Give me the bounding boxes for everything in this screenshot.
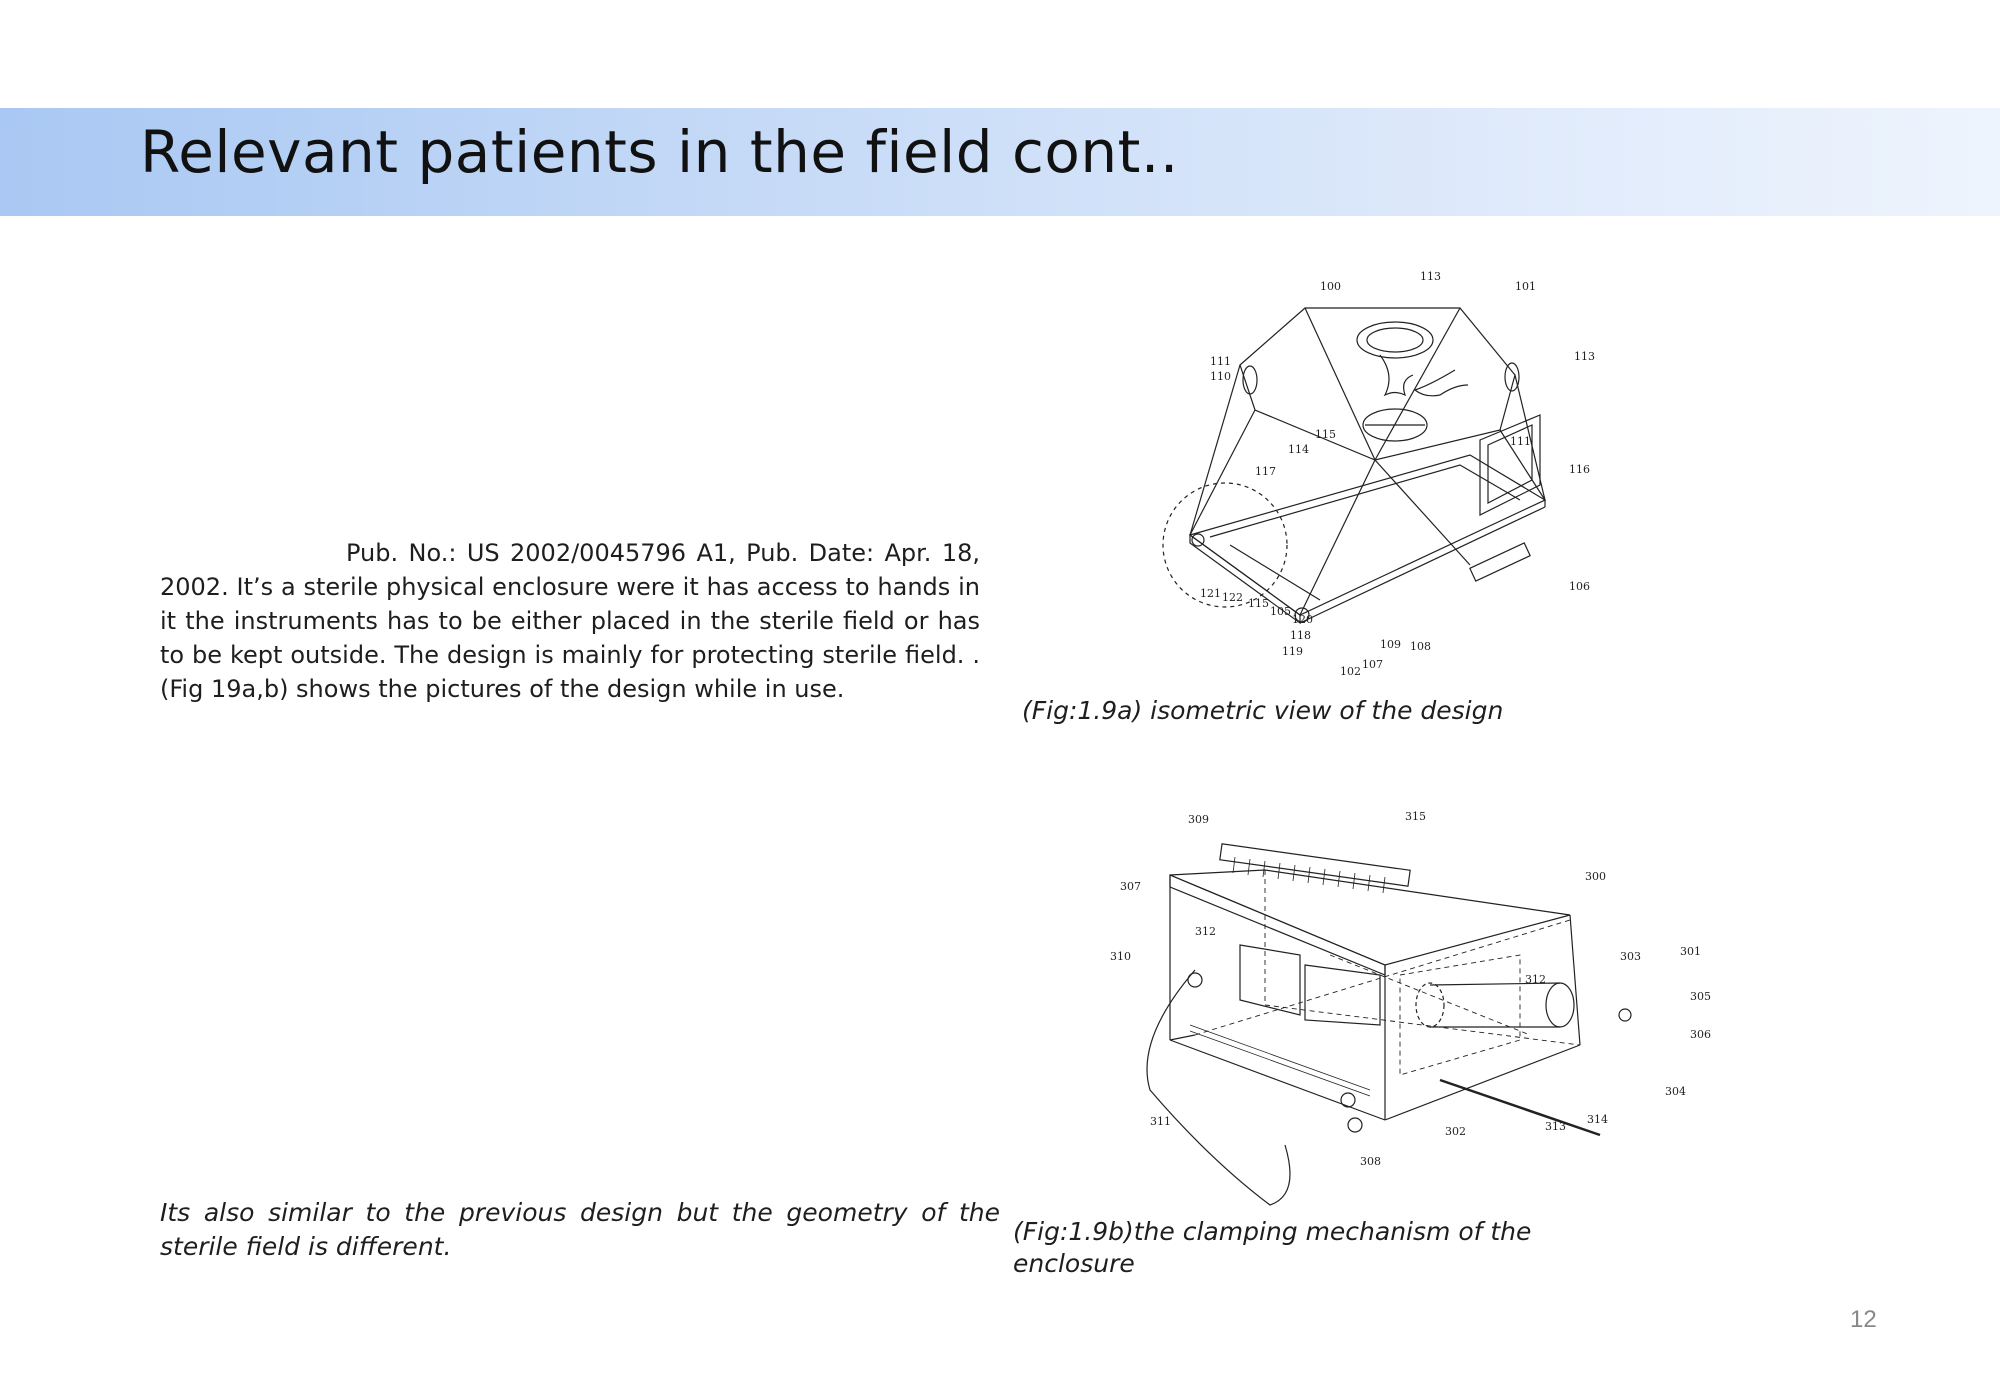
svg-text:113: 113 (1420, 270, 1441, 283)
svg-text:300: 300 (1585, 870, 1606, 883)
comparison-note: Its also similar to the previous design … (160, 1198, 1000, 1261)
svg-text:315: 315 (1405, 810, 1426, 823)
svg-text:101: 101 (1515, 280, 1536, 293)
svg-text:109: 109 (1380, 638, 1401, 651)
svg-text:119: 119 (1282, 645, 1303, 658)
page-number: 12 (1850, 1306, 1877, 1333)
figure-1-9b-caption: (Fig:1.9b)the clamping mechanism of the … (1013, 1217, 1532, 1278)
patent-description: Pub. No.: US 2002/0045796 A1, Pub. Date:… (160, 539, 980, 703)
svg-text:304: 304 (1665, 1085, 1686, 1098)
svg-text:107: 107 (1362, 658, 1383, 671)
svg-text:113: 113 (1574, 350, 1595, 363)
svg-text:303: 303 (1620, 950, 1641, 963)
svg-text:302: 302 (1445, 1125, 1466, 1138)
svg-text:111: 111 (1210, 355, 1231, 368)
svg-text:313: 313 (1545, 1120, 1566, 1133)
svg-text:301: 301 (1680, 945, 1701, 958)
figure-1-9a-drawing: 100 113 101 111 110 113 115 114 117 111 … (1162, 270, 1595, 678)
svg-text:312: 312 (1195, 925, 1216, 938)
svg-text:312: 312 (1525, 973, 1546, 986)
svg-text:117: 117 (1255, 465, 1276, 478)
svg-text:309: 309 (1188, 813, 1209, 826)
svg-text:122: 122 (1222, 591, 1243, 604)
svg-text:111: 111 (1510, 435, 1531, 448)
svg-text:305: 305 (1690, 990, 1711, 1003)
svg-text:310: 310 (1110, 950, 1131, 963)
figure-1-9b-drawing: 309 315 300 307 312 303 301 310 312 305 … (1110, 810, 1711, 1206)
svg-text:120: 120 (1292, 613, 1313, 626)
svg-text:118: 118 (1290, 629, 1311, 642)
svg-text:115: 115 (1248, 597, 1269, 610)
svg-text:115: 115 (1315, 428, 1336, 441)
svg-text:116: 116 (1569, 463, 1590, 476)
svg-text:311: 311 (1150, 1115, 1171, 1128)
svg-text:102: 102 (1340, 665, 1361, 678)
figure-1-9a-caption: (Fig:1.9a) isometric view of the design (1022, 696, 1504, 725)
svg-text:100: 100 (1320, 280, 1341, 293)
svg-text:307: 307 (1120, 880, 1141, 893)
svg-text:121: 121 (1200, 587, 1221, 600)
svg-text:306: 306 (1690, 1028, 1711, 1041)
svg-text:105: 105 (1270, 605, 1291, 618)
slide-title: Relevant patients in the field cont.. (140, 118, 1179, 186)
svg-text:108: 108 (1410, 640, 1431, 653)
svg-text:314: 314 (1587, 1113, 1608, 1126)
title-band (0, 108, 2000, 216)
svg-text:308: 308 (1360, 1155, 1381, 1168)
svg-text:114: 114 (1288, 443, 1309, 456)
svg-text:110: 110 (1210, 370, 1231, 383)
svg-text:106: 106 (1569, 580, 1590, 593)
